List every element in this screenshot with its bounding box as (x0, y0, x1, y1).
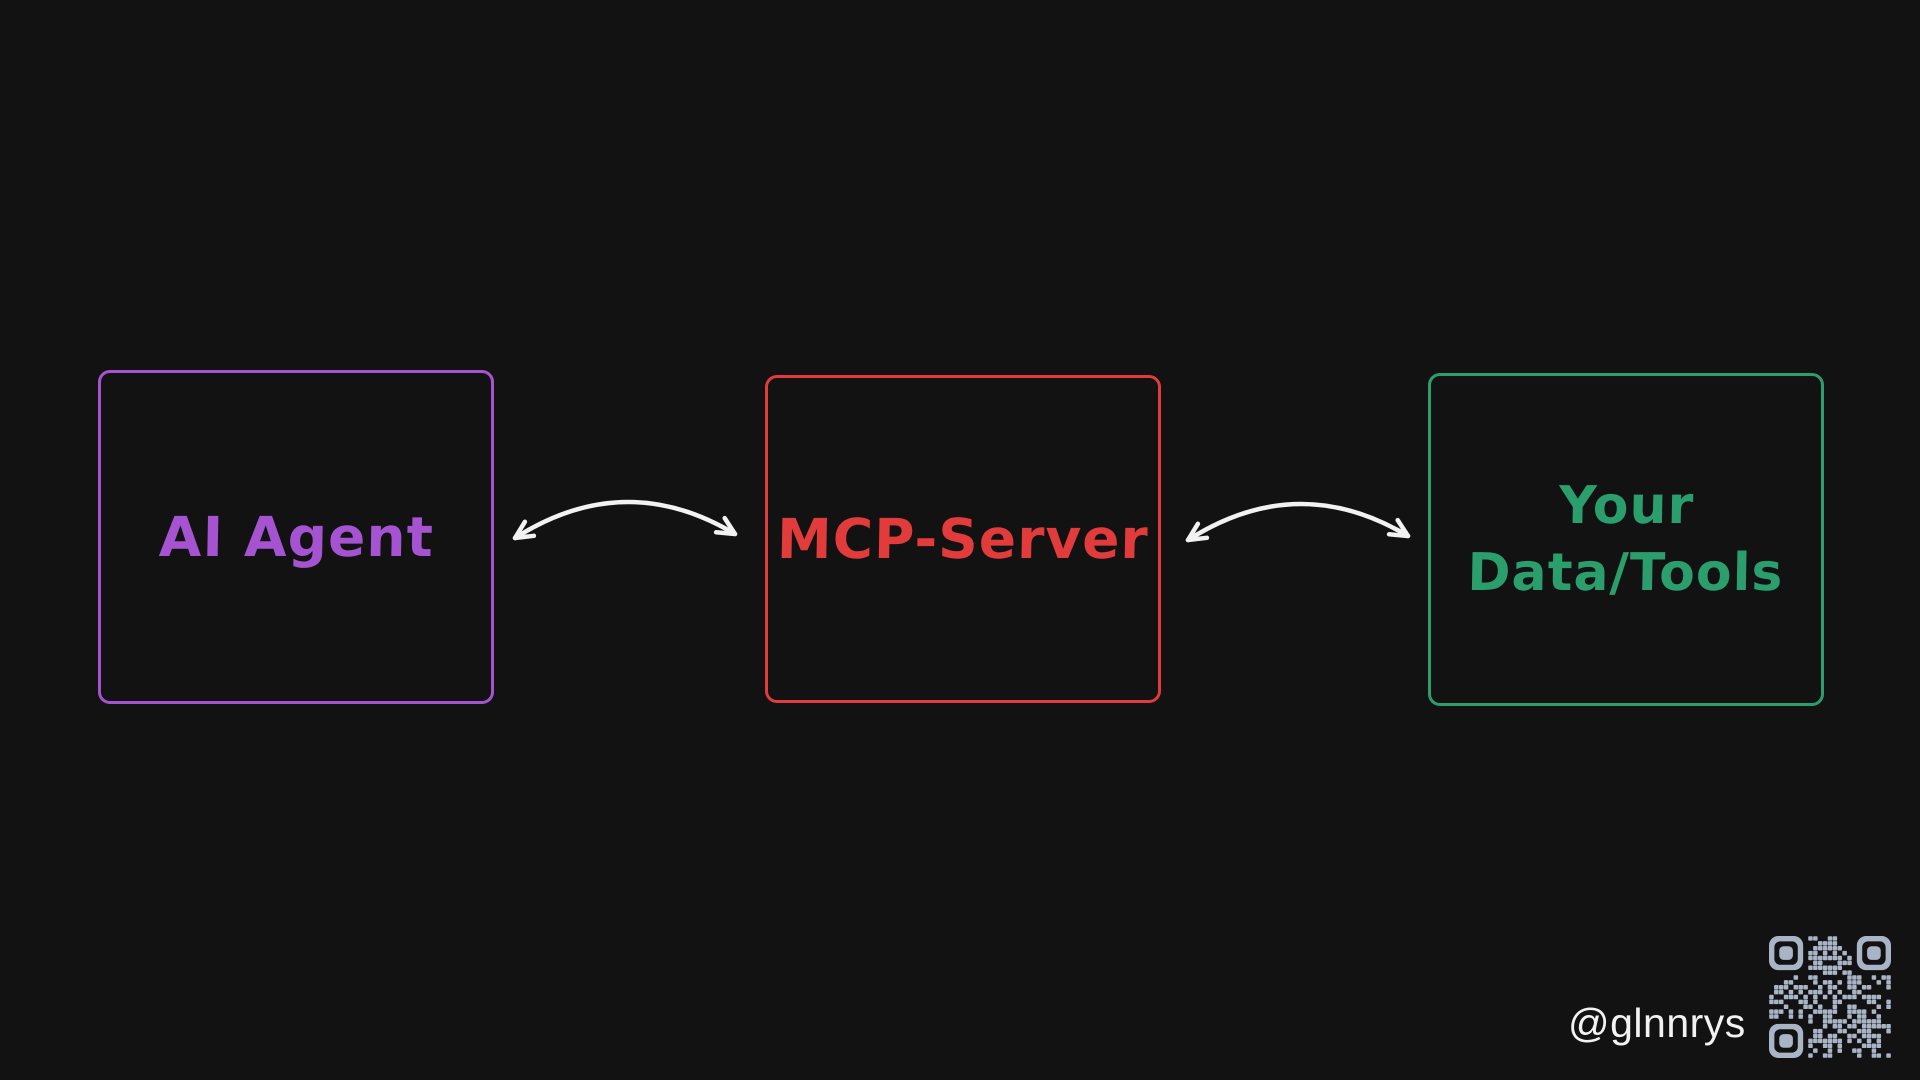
arrow-mcp-server-your-data (1178, 492, 1418, 556)
node-mcp-server: MCP-Server (765, 375, 1161, 703)
double-arrow-icon (512, 499, 738, 541)
node-mcp-server-label: MCP-Server (776, 506, 1150, 571)
node-ai-agent: AI Agent (98, 370, 494, 704)
node-ai-agent-label: AI Agent (158, 504, 434, 569)
qr-code-icon (1769, 936, 1891, 1058)
social-handle: @glnnrys (1568, 1000, 1746, 1046)
double-arrow-icon (1185, 501, 1411, 543)
node-your-data-tools-label: Your Data/Tools (1466, 475, 1784, 603)
qr-code (1769, 936, 1891, 1058)
arrow-ai-agent-mcp-server (505, 490, 745, 554)
node-your-data-tools: Your Data/Tools (1428, 373, 1824, 706)
